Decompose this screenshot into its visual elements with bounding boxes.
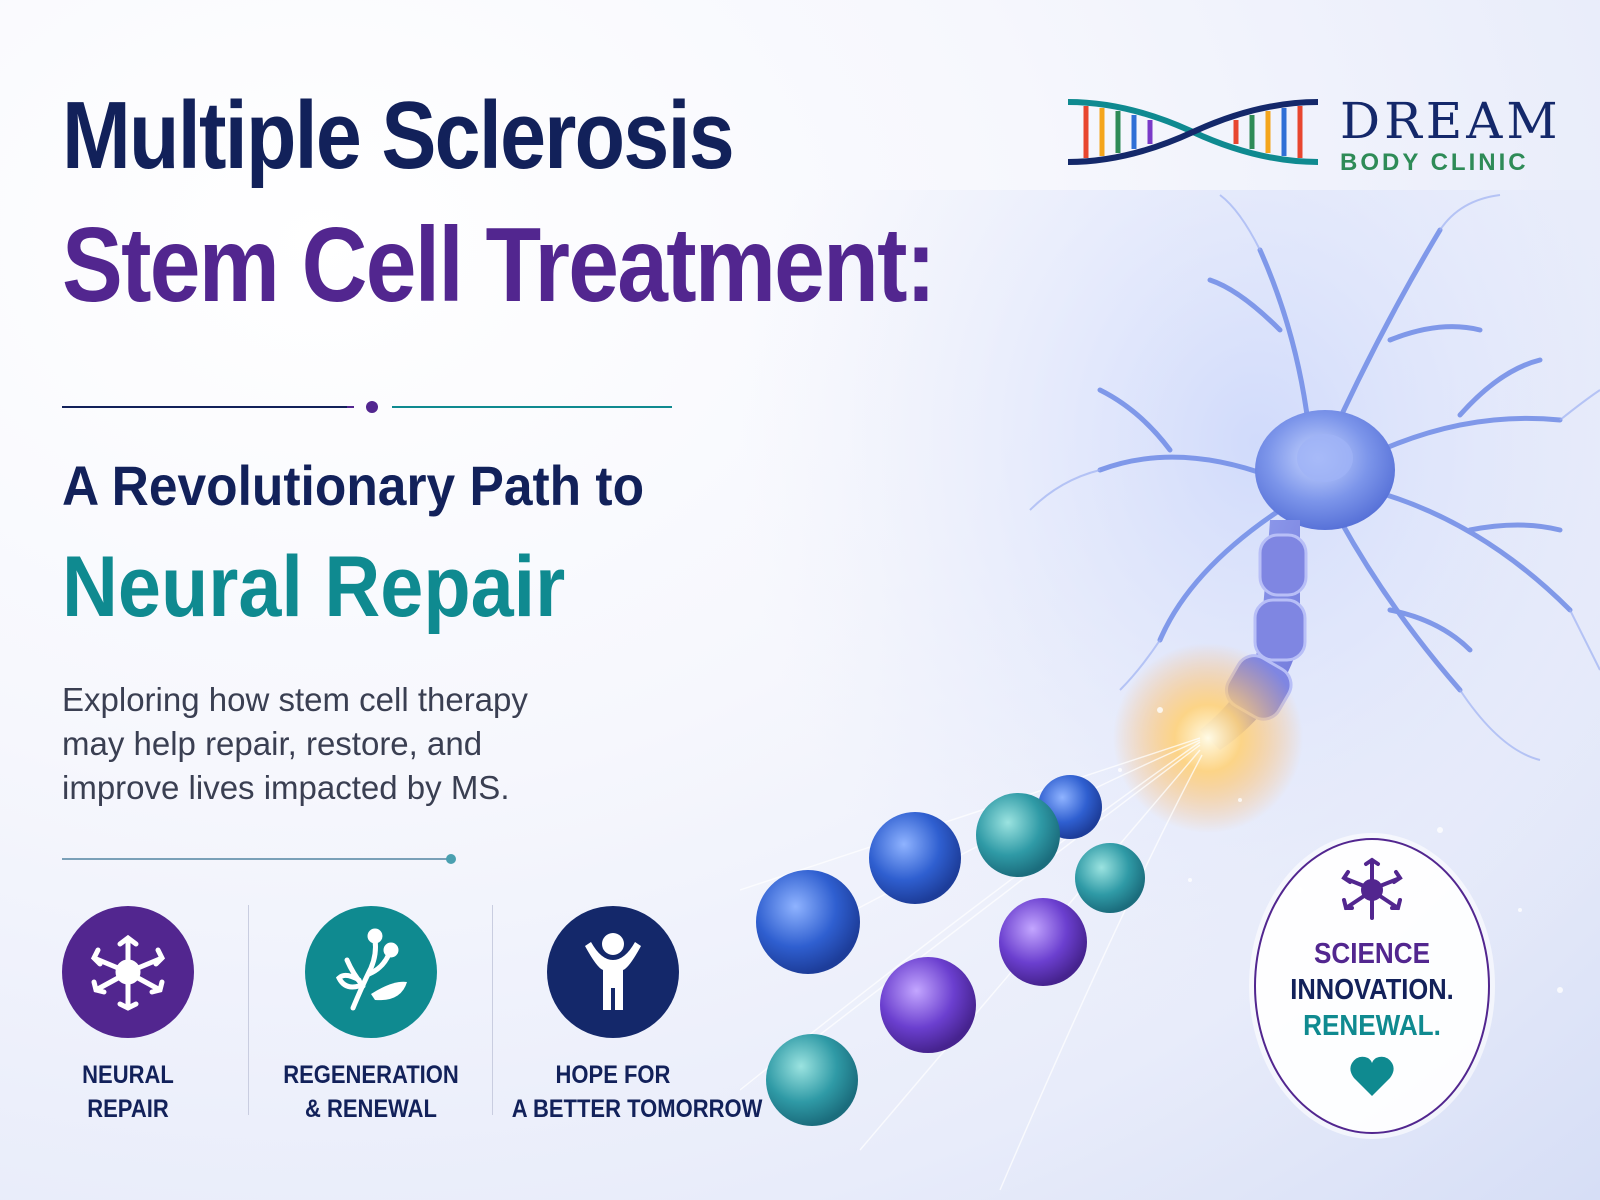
feature-regeneration: REGENERATION & RENEWAL <box>256 906 486 1126</box>
subtitle-line2: Neural Repair <box>62 539 566 635</box>
feature-separator <box>492 905 493 1115</box>
feature-separator <box>248 905 249 1115</box>
feature-label-line1: HOPE FOR <box>555 1061 671 1089</box>
badge-line3: RENEWAL. <box>1303 1010 1441 1042</box>
feature-label-line2: A BETTER TOMORROW <box>511 1095 763 1123</box>
description-line: improve lives impacted by MS. <box>62 768 510 806</box>
description-line: Exploring how stem cell therapy <box>62 681 528 718</box>
description: Exploring how stem cell therapy may help… <box>62 678 622 810</box>
feature-label-line2: REPAIR <box>87 1095 169 1123</box>
page-title-line2: Stem Cell Treatment: <box>62 206 936 324</box>
feature-label-line1: REGENERATION <box>283 1061 459 1089</box>
feature-label-line1: NEURAL <box>82 1061 174 1089</box>
plant-sprout-icon <box>305 906 437 1038</box>
science-badge: SCIENCE INNOVATION. RENEWAL. <box>1254 838 1490 1134</box>
feature-neural-repair: NEURAL REPAIR <box>13 906 243 1126</box>
description-divider <box>62 854 456 864</box>
title-divider <box>62 401 672 413</box>
logo-subname: BODY CLINIC <box>1340 149 1529 176</box>
neuron-icon <box>1341 857 1403 920</box>
badge-line1: SCIENCE <box>1313 938 1431 970</box>
feature-label-line2: & RENEWAL <box>305 1095 437 1123</box>
person-arms-up-icon <box>547 906 679 1038</box>
badge-line2: INNOVATION. <box>1290 974 1454 1006</box>
neuron-illustration <box>740 190 1600 1200</box>
heart-icon <box>1350 1056 1394 1096</box>
neuron-icon <box>62 906 194 1038</box>
description-line: may help repair, restore, and <box>62 724 483 762</box>
page-title-line1: Multiple Sclerosis <box>62 82 735 189</box>
logo-name: DREAM <box>1340 92 1562 150</box>
subtitle-line1: A Revolutionary Path to <box>62 454 645 517</box>
feature-hope: HOPE FOR A BETTER TOMORROW <box>498 906 763 1126</box>
dna-helix-icon <box>1067 99 1319 165</box>
